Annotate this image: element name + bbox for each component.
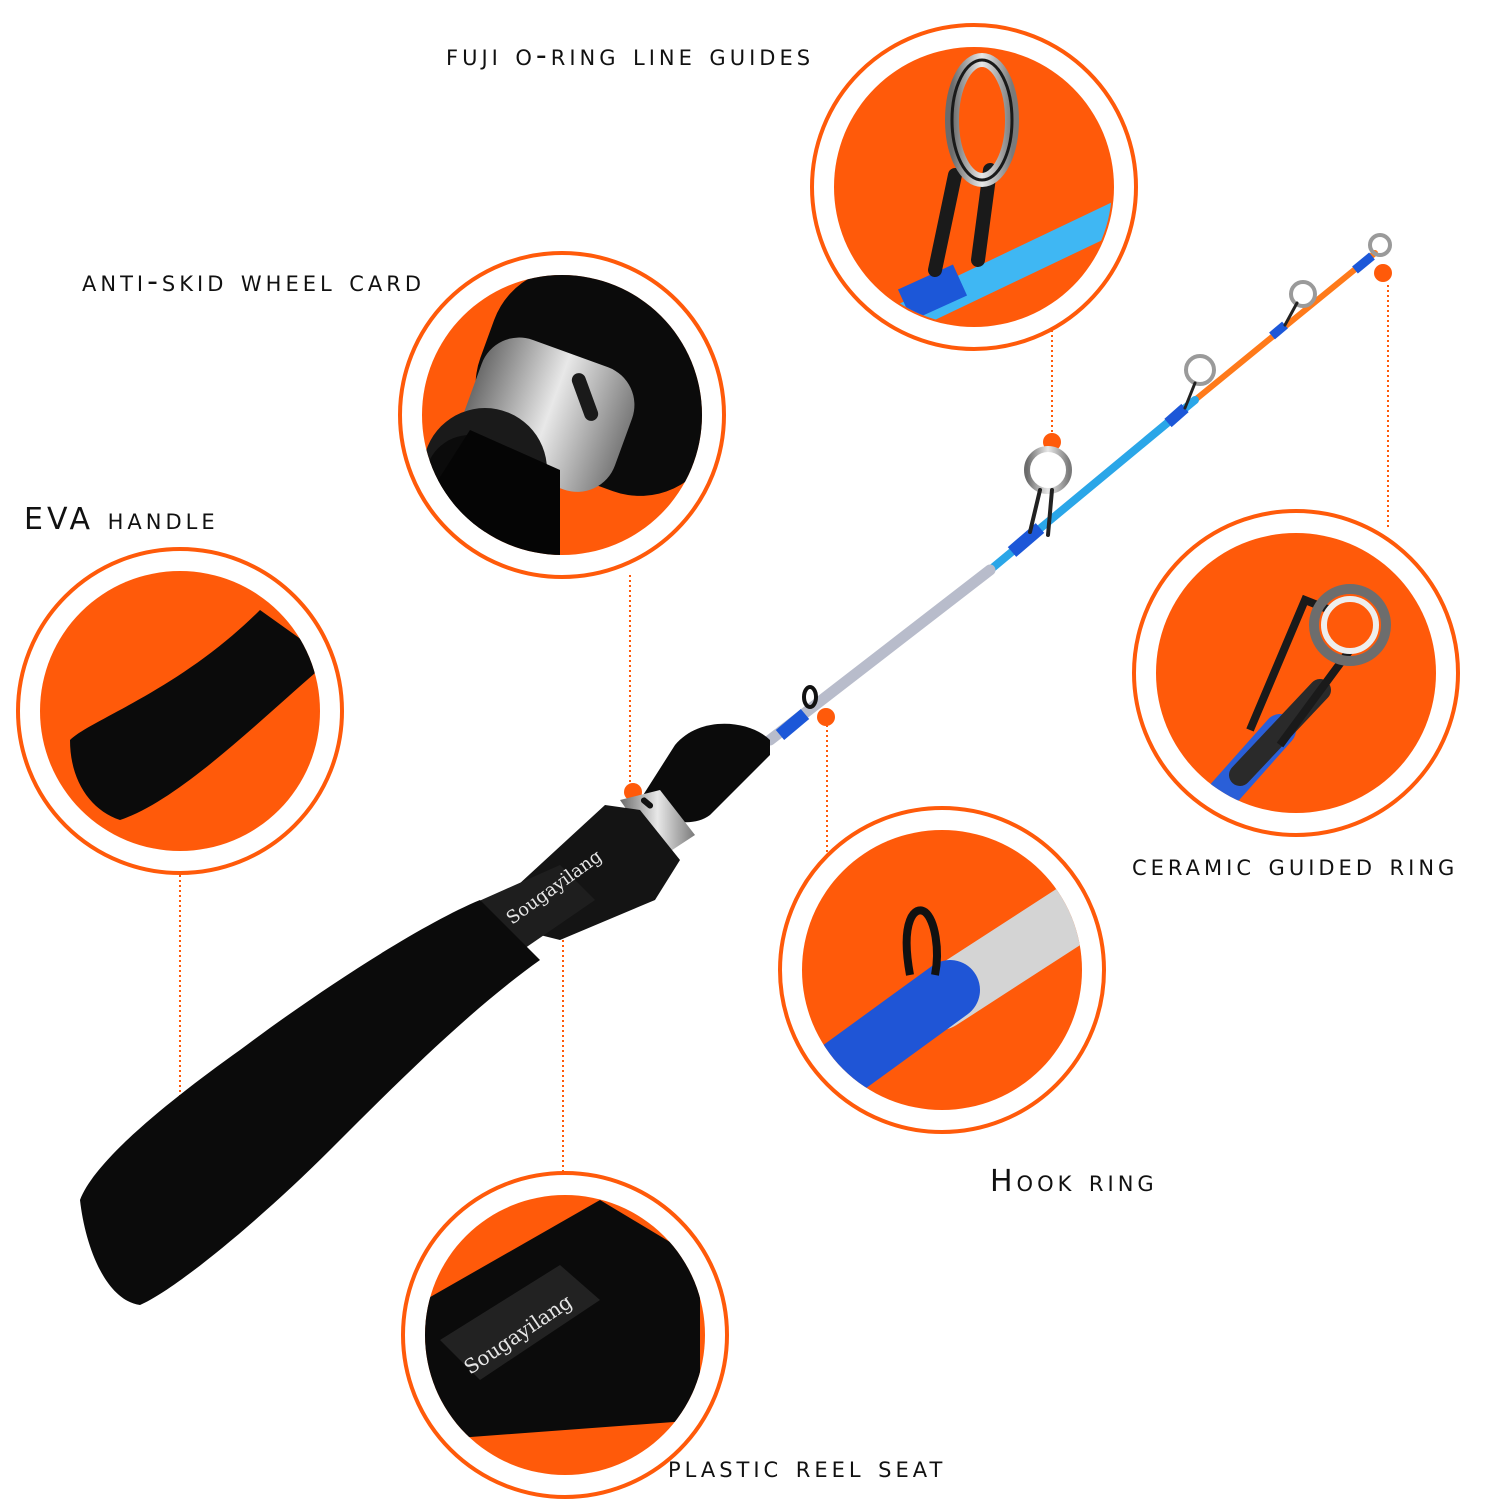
- fishing-rod: Sougayilang: [80, 233, 1392, 1305]
- callout-fuji-o-ring-line-guides: [810, 23, 1138, 351]
- label-anti-skid-wheel-card: ANTI-SKID WHEEL CARD: [82, 264, 426, 299]
- callout-anti-skid-wheel-card: [398, 251, 726, 579]
- label-hook-ring: Hook ring: [990, 1164, 1158, 1199]
- dot-hook: [817, 708, 835, 726]
- label-eva-handle: EVA handle: [24, 502, 219, 537]
- label-ceramic-guided-ring: CERAMIC GUIDED RING: [1132, 848, 1459, 883]
- dot-ceramic: [1374, 264, 1392, 282]
- callout-ceramic-guided-ring: [1132, 509, 1460, 837]
- label-fuji-o-ring-line-guides: FUJI O-RING LINE GUIDES: [446, 38, 815, 73]
- label-plastic-reel-seat: PLASTIC REEL SEAT: [668, 1450, 947, 1485]
- callout-hook-ring: [778, 806, 1106, 1134]
- leader-lines: [179, 285, 1389, 1195]
- callout-eva-handle: [16, 547, 344, 875]
- callout-plastic-reel-seat: Sougayilang: [401, 1171, 729, 1499]
